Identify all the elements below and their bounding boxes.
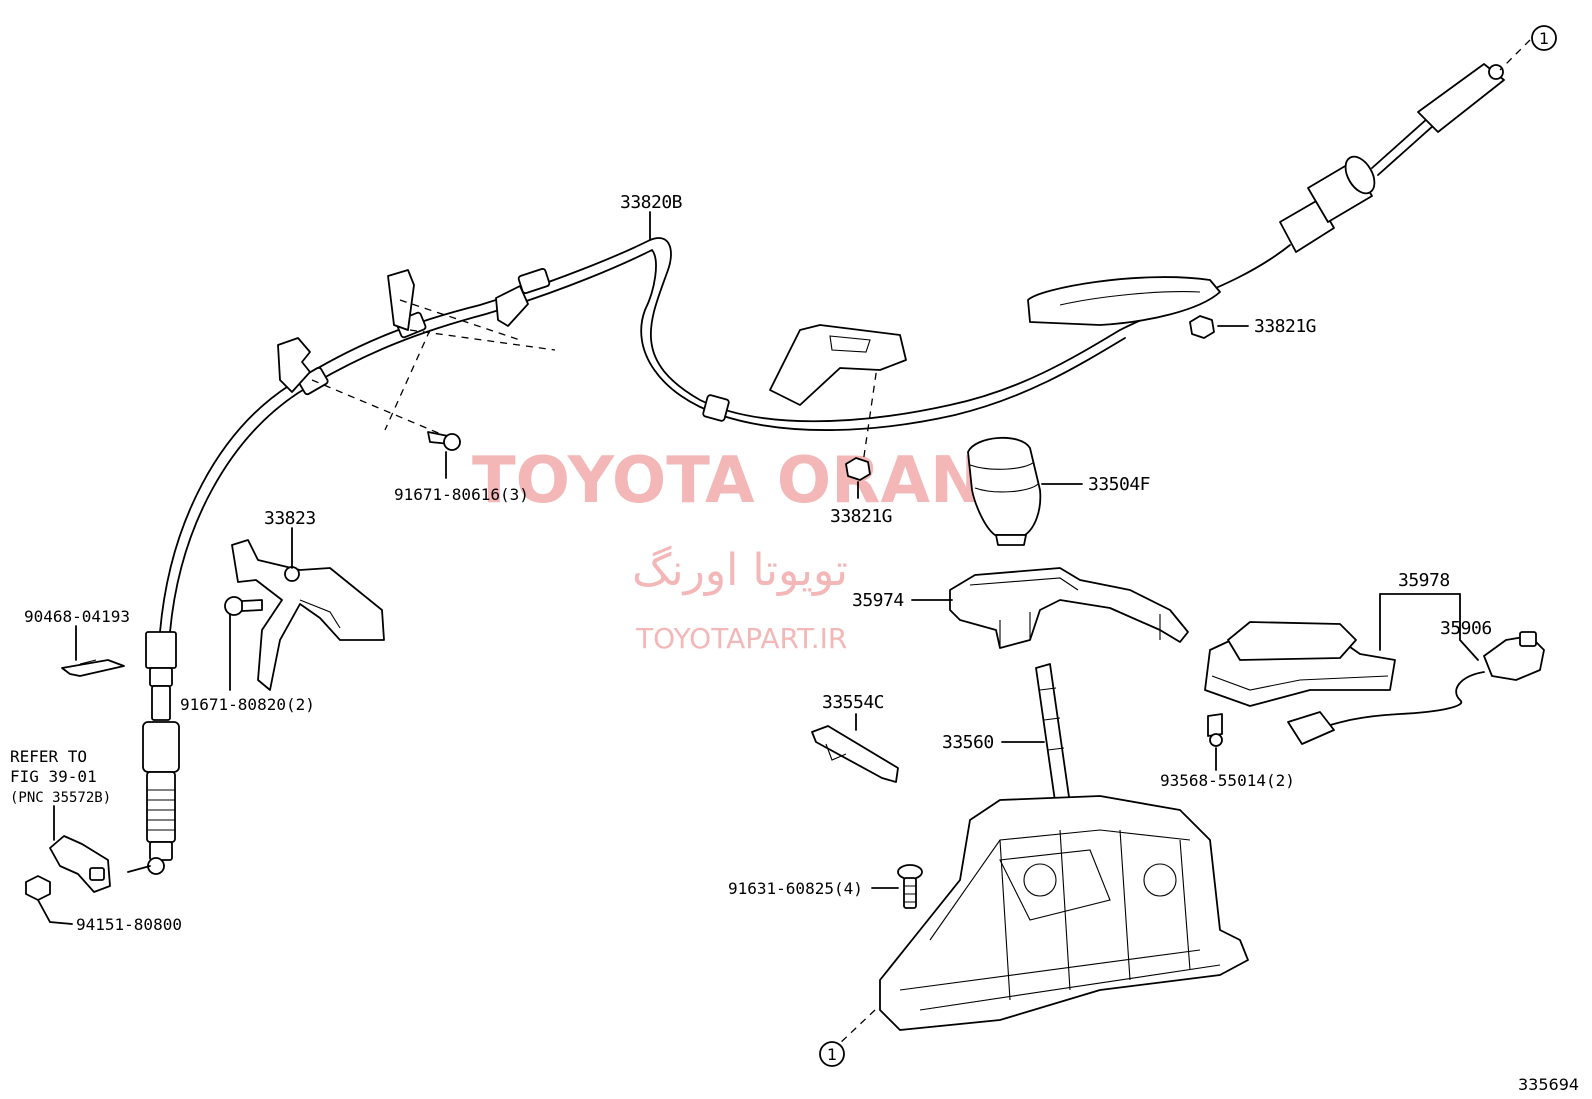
- plate-33554C[interactable]: [811, 725, 899, 783]
- label-33820B: 33820B: [620, 192, 682, 213]
- guide-line: [1499, 39, 1531, 71]
- nut-33821G-top[interactable]: [1189, 315, 1215, 339]
- watermark-url: TOYOTAPART.IR: [635, 622, 847, 655]
- label-33821G-top: 33821G: [1254, 316, 1316, 337]
- guide-line: [311, 379, 456, 441]
- label-91631-60825: 91631-60825(4): [728, 879, 863, 898]
- bezel-35974[interactable]: [949, 567, 1189, 649]
- label-35978: 35978: [1398, 570, 1450, 591]
- watermark-brand: TOYOTA ORANG: [472, 444, 1036, 518]
- label-90468-04193: 90468-04193: [24, 607, 130, 626]
- callout-number: 1: [1539, 29, 1549, 48]
- callout-1-bottom: 1: [819, 1041, 845, 1067]
- guide-line: [861, 359, 879, 471]
- guide-line: [384, 329, 431, 431]
- label-33560: 33560: [942, 732, 994, 753]
- clip-90468-04193[interactable]: [61, 659, 125, 677]
- shift-lever-assembly-33560[interactable]: [879, 663, 1249, 1031]
- nut-94151-80800[interactable]: [25, 875, 51, 901]
- callout-1-top: 1: [1531, 25, 1557, 51]
- label-91671-80616: 91671-80616(3): [394, 485, 529, 504]
- watermark-persian: تویوتا اورنگ: [632, 545, 848, 596]
- bolt-91631-60825[interactable]: [897, 864, 923, 909]
- label-33821G-mid: 33821G: [830, 506, 892, 527]
- label-refer-line3: (PNC 35572B): [10, 790, 111, 806]
- clip-35572B[interactable]: [49, 835, 111, 893]
- label-33823: 33823: [264, 508, 316, 529]
- harness-35906[interactable]: [1287, 631, 1545, 745]
- guide-line: [399, 299, 521, 341]
- cable-bracket-left[interactable]: [277, 269, 529, 393]
- guide-line: [409, 329, 556, 351]
- nut-33821G-mid[interactable]: [845, 457, 871, 481]
- label-93568-55014: 93568-55014(2): [1160, 771, 1295, 790]
- label-refer-line2: FIG 39-01: [10, 767, 97, 786]
- shift-knob-33504F[interactable]: [967, 436, 1042, 546]
- figure-number: 335694: [1518, 1075, 1579, 1094]
- label-refer-line1: REFER TO: [10, 747, 87, 766]
- cable-bracket-center[interactable]: [769, 324, 907, 406]
- bolt-91671-80820[interactable]: [224, 596, 263, 616]
- label-35974: 35974: [852, 590, 904, 611]
- switch-35978[interactable]: [1204, 621, 1396, 707]
- bolt-91671-80616[interactable]: [427, 431, 461, 451]
- guide-line: [837, 1009, 876, 1046]
- label-33504F: 33504F: [1088, 474, 1150, 495]
- label-35906: 35906: [1440, 618, 1492, 639]
- leader-lines: [37, 211, 1479, 925]
- bracket-33823[interactable]: [231, 539, 385, 691]
- screw-93568-55014[interactable]: [1207, 713, 1223, 747]
- callout-number: 1: [827, 1045, 837, 1064]
- label-91671-80820: 91671-80820(2): [180, 695, 315, 714]
- label-33554C: 33554C: [822, 692, 884, 713]
- label-94151-80800: 94151-80800: [76, 915, 182, 934]
